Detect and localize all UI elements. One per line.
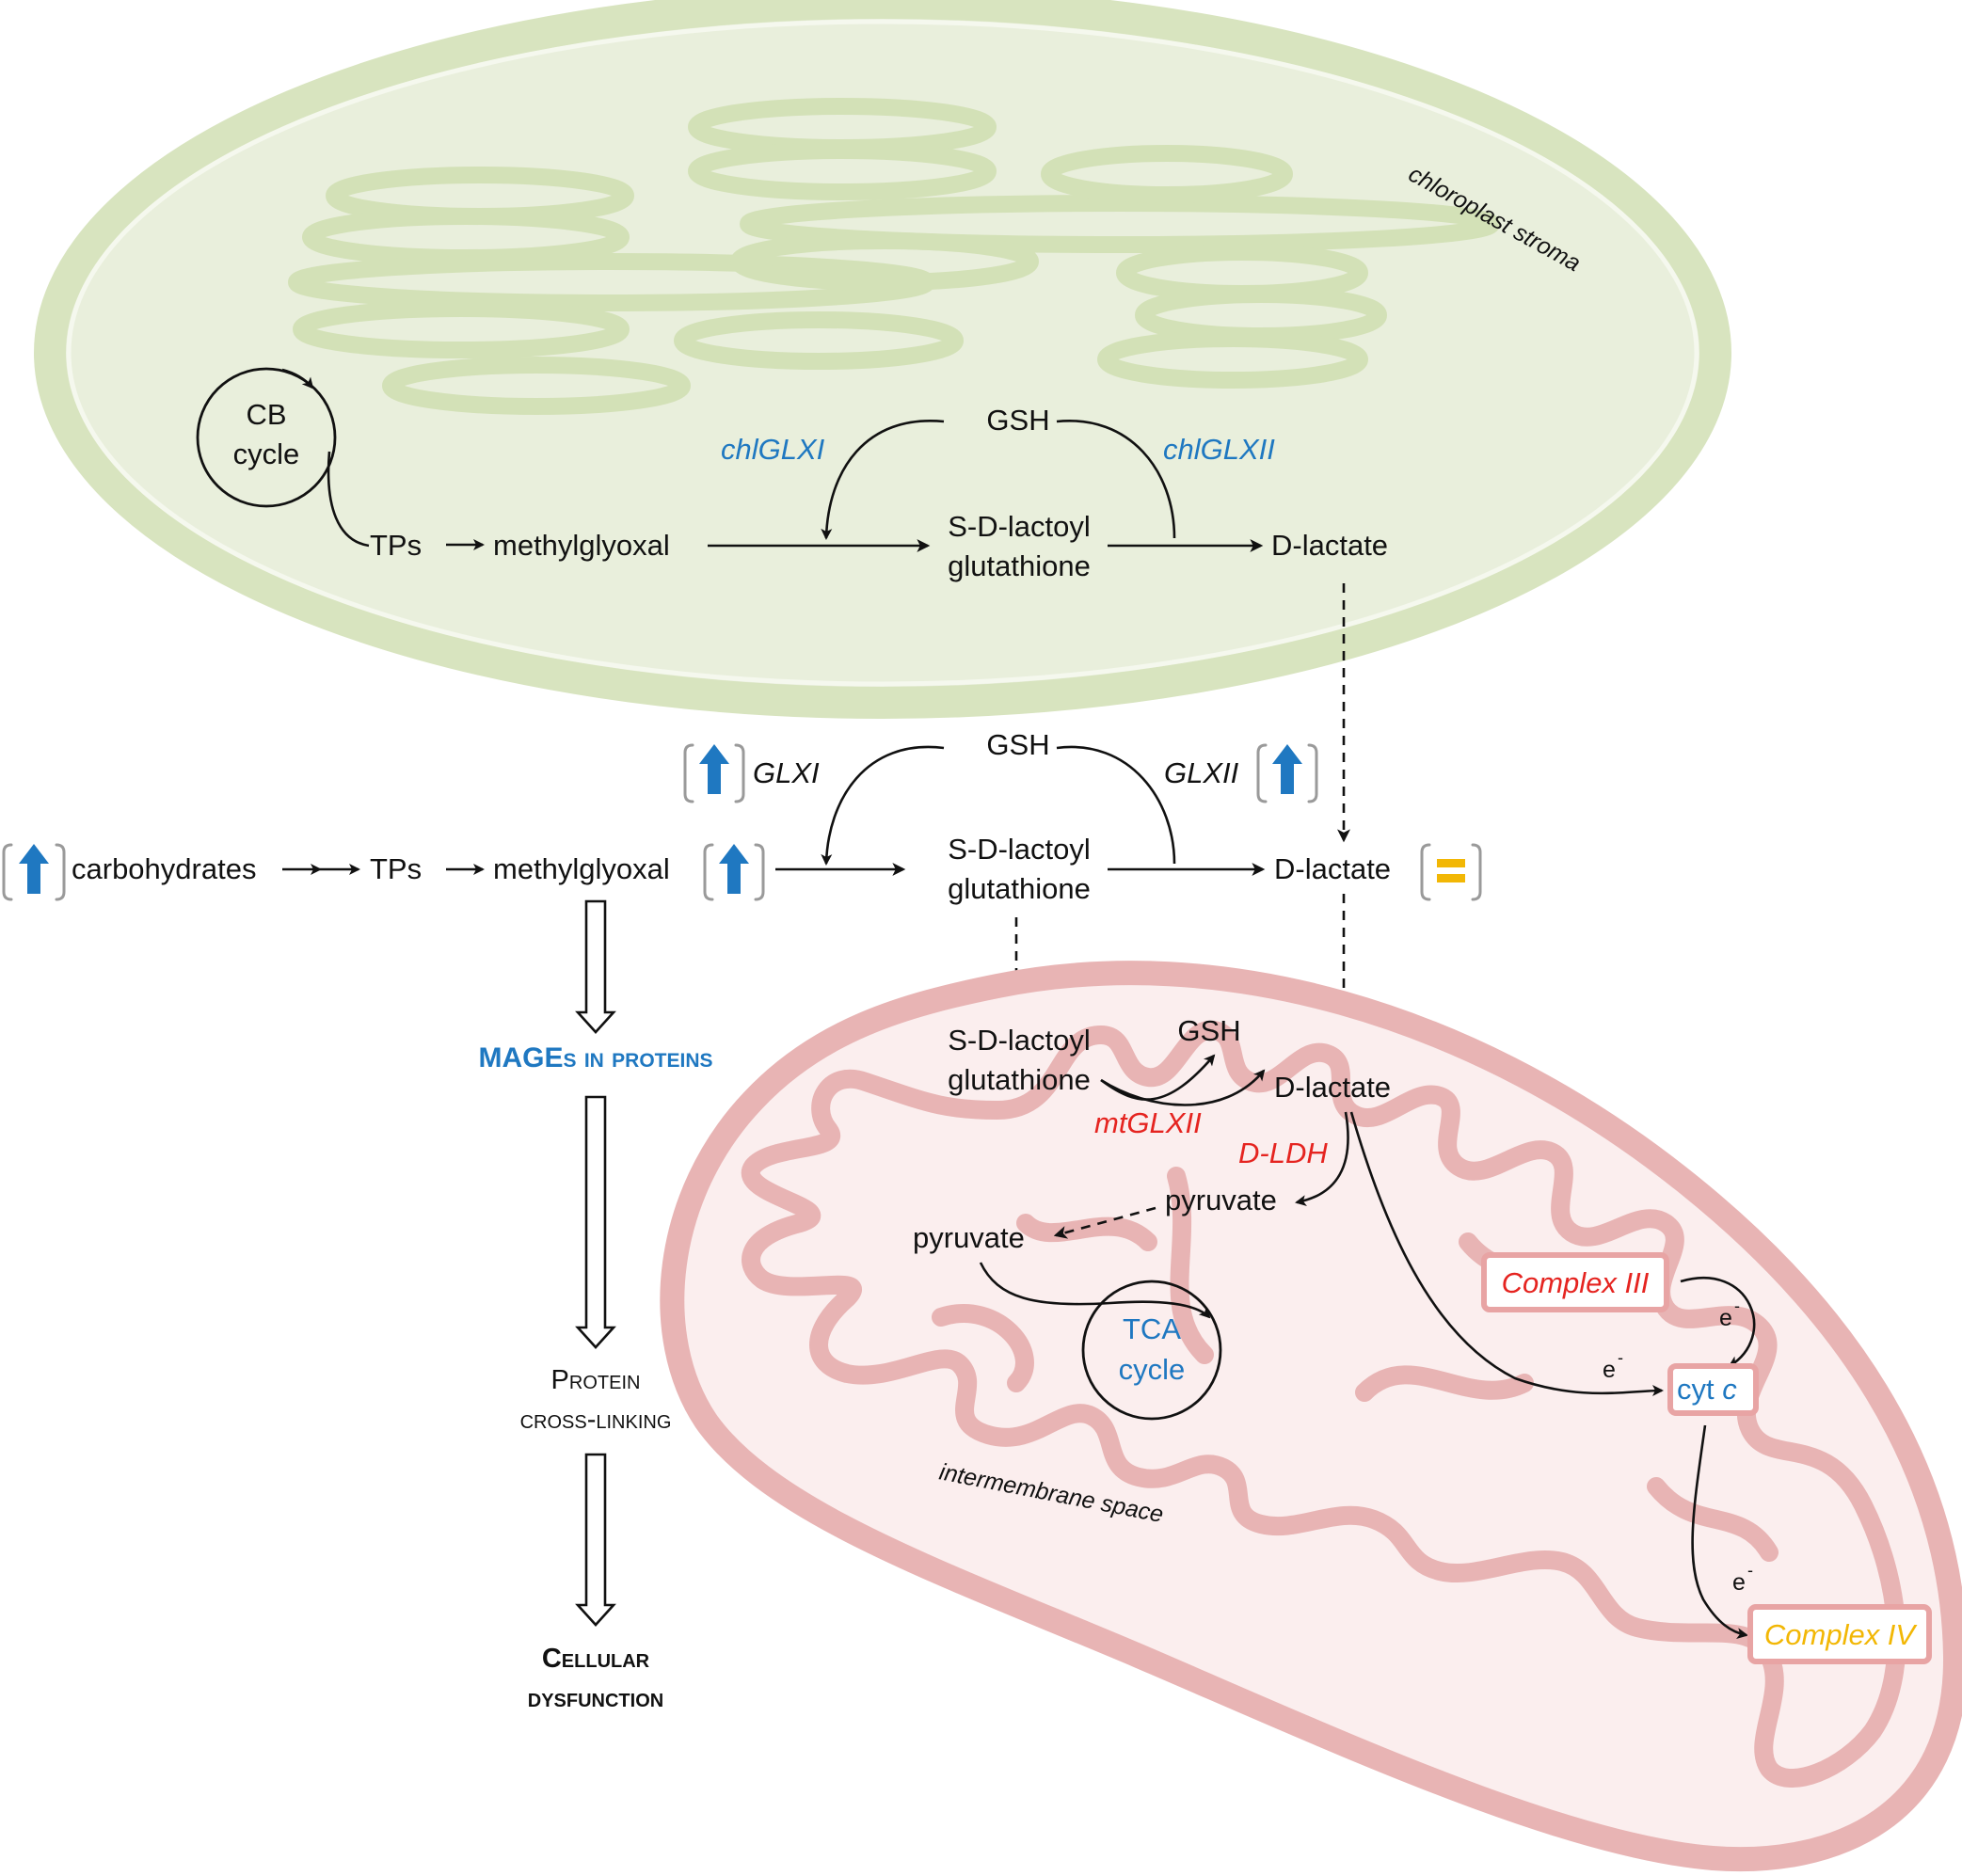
protein-crosslinking-line2: cross-linking: [520, 1405, 672, 1435]
arrow-gsh-in-chloro: [821, 419, 945, 540]
electron-label-complex4: e: [1732, 1569, 1746, 1596]
cellular-dysfunction-line1: Cellular: [542, 1644, 650, 1674]
electron-sup-complex4: -: [1747, 1561, 1753, 1580]
protein-crosslinking-line1: Protein: [551, 1365, 641, 1395]
cytosol-pathway: carbohydrates TPs methylglyoxal GLXI GSH…: [2, 728, 1482, 905]
complex-iii-box: Complex III: [1481, 1252, 1669, 1312]
mito-gsh: GSH: [1177, 1014, 1240, 1047]
glxii-label: GLXII: [1164, 756, 1239, 789]
cytosol-carbohydrates: carbohydrates: [72, 852, 256, 885]
up-arrow-icon: [699, 744, 729, 794]
indicator-glxi: [683, 743, 745, 803]
arrow-gsh-in: [821, 745, 945, 866]
down-arrow-icon: [575, 899, 616, 1034]
chloroplast-gsh: GSH: [986, 404, 1049, 437]
cytosol-sdl-line1: S-D-lactoyl: [948, 833, 1091, 866]
up-arrow-icon: [1272, 744, 1302, 794]
indicator-methylglyoxal: [703, 843, 765, 901]
equal-icon: [1437, 859, 1465, 882]
cb-cycle-label-line1: CB: [246, 398, 286, 431]
mtglxii-label: mtGLXII: [1094, 1106, 1202, 1139]
up-arrow-icon: [719, 844, 749, 894]
chloroplast: chloroplast stroma CB cycle TPs methylgl…: [34, 0, 1731, 719]
mito-sdl-line2: glutathione: [948, 1063, 1091, 1096]
arrow-pyruvate-transport: [1053, 1206, 1156, 1239]
arrow-complex-iii-to-cytc: [1680, 1276, 1756, 1368]
chloroplast-tps: TPs: [370, 529, 422, 562]
cellular-dysfunction-line2: dysfunction: [528, 1683, 663, 1713]
cytosol-dlactate: D-lactate: [1274, 852, 1391, 885]
mitochondrion: intermembrane space S-D-lactoyl glutathi…: [660, 961, 1962, 1872]
electron-sup-complex3: -: [1734, 1296, 1740, 1315]
electron-sup-dlactate: -: [1618, 1348, 1623, 1367]
tca-cycle: TCA cycle: [1081, 1280, 1222, 1421]
indicator-carbohydrates: [2, 843, 66, 901]
arrow-cytc-to-complex-iv: [1691, 1424, 1748, 1640]
indicator-glxii: [1256, 743, 1318, 803]
electron-label-complex3: e: [1719, 1305, 1732, 1331]
mito-pyruvate-matrix: pyruvate: [913, 1221, 1025, 1254]
mitochondrion-inner-membrane: [741, 1020, 1906, 1788]
complex-iv-label: Complex IV: [1764, 1618, 1919, 1651]
chloroplast-sdl-line1: S-D-lactoyl: [948, 510, 1091, 543]
complex-iv-box: Complex IV: [1747, 1604, 1932, 1664]
arrow-dlactate-electrons: [1349, 1111, 1664, 1397]
outcome-cascade: MAGEs in proteins Protein cross-linking …: [478, 899, 713, 1713]
cyt-c-label: cyt c: [1677, 1373, 1737, 1406]
dldh-label: D-LDH: [1238, 1137, 1328, 1169]
complex-iii-label: Complex III: [1502, 1266, 1650, 1299]
cytosol-sdl-line2: glutathione: [948, 872, 1091, 905]
mito-dlactate: D-lactate: [1274, 1071, 1391, 1104]
mages-in-proteins: MAGEs in proteins: [478, 1042, 712, 1073]
cytosol-methylglyoxal: methylglyoxal: [493, 852, 670, 885]
arrow-gsh-out-chloro: [1056, 419, 1176, 539]
cb-to-tps-connector: [327, 451, 370, 548]
cb-cycle: CB cycle: [196, 367, 337, 508]
electron-label-dlactate: e: [1603, 1357, 1616, 1383]
chloroplast-sdl-line2: glutathione: [948, 549, 1091, 582]
up-arrow-icon: [19, 844, 49, 894]
arrow-dlactate-to-pyruvate: [1295, 1111, 1349, 1207]
cb-cycle-label-line2: cycle: [233, 437, 300, 470]
mito-pyruvate-inner: pyruvate: [1165, 1184, 1277, 1216]
cytosol-tps: TPs: [370, 852, 422, 885]
thylakoid-stacks: [288, 98, 1500, 415]
cytosol-gsh: GSH: [986, 728, 1049, 761]
chloroplast-methylglyoxal: methylglyoxal: [493, 529, 670, 562]
chloroplast-dlactate: D-lactate: [1271, 529, 1388, 562]
arrow-mito-dlactate: [1100, 1069, 1266, 1106]
mitochondrion-outer-membrane: [660, 961, 1962, 1872]
cyt-c-box: cyt c: [1667, 1363, 1759, 1416]
chlglxi-label: chlGLXI: [721, 433, 825, 466]
glxi-label: GLXI: [753, 756, 820, 789]
tca-cycle-label-line1: TCA: [1123, 1312, 1181, 1345]
indicator-dlactate: [1420, 843, 1482, 901]
arrow-pyruvate-to-tca: [979, 1262, 1211, 1319]
chlglxii-label: chlGLXII: [1163, 433, 1275, 466]
down-arrow-icon: [575, 1453, 616, 1627]
mito-sdl-line1: S-D-lactoyl: [948, 1024, 1091, 1057]
arrow-gsh-out: [1056, 745, 1176, 865]
tca-cycle-label-line2: cycle: [1119, 1353, 1186, 1386]
down-arrow-icon: [575, 1095, 616, 1349]
